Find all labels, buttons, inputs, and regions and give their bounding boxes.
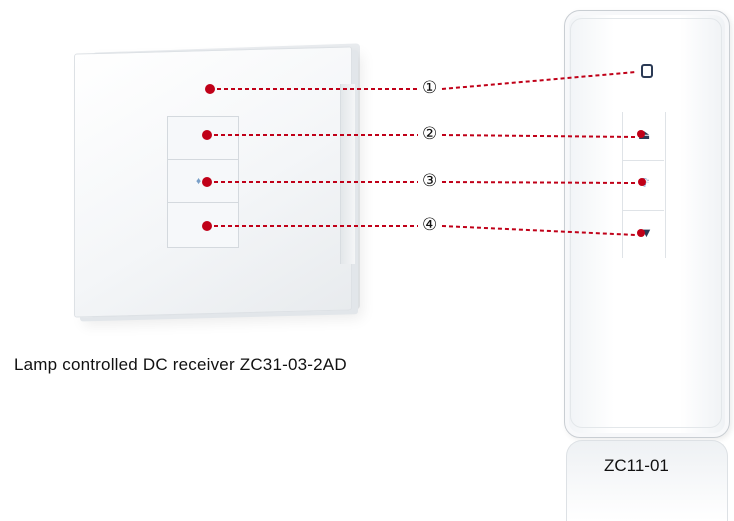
- remote-button-divider: [622, 160, 664, 161]
- receiver-caption: Lamp controlled DC receiver ZC31-03-2AD: [14, 355, 347, 374]
- marker-label-1: ①: [421, 78, 439, 98]
- remote-reflection: [566, 440, 728, 521]
- marker-label-2: ②: [421, 124, 439, 144]
- receiver-key-2[interactable]: [168, 117, 238, 160]
- connector-line-4b: [441, 225, 637, 236]
- marker-label-3: ③: [421, 171, 439, 191]
- lamp-icon: ♦: [196, 176, 202, 187]
- marker-dot-4: [202, 221, 212, 231]
- marker-dot-3: [202, 177, 212, 187]
- marker-dot-2: [202, 130, 212, 140]
- receiver-panel-edge: [340, 84, 355, 264]
- marker-label-4: ④: [421, 215, 439, 235]
- connector-line-1b: [441, 71, 637, 90]
- connector-line-3b: [441, 181, 637, 184]
- connector-line-2b: [441, 134, 637, 138]
- remote-model-label: ZC11-01: [604, 456, 669, 475]
- remote-dot-4: [637, 229, 645, 237]
- remote-dot-3: [638, 178, 646, 186]
- receiver-key-3[interactable]: ♦: [168, 160, 238, 203]
- remote-dot-2: [637, 130, 645, 138]
- remote-control: [564, 10, 730, 438]
- remote-button-column: [622, 112, 666, 258]
- remote-face: [570, 18, 722, 428]
- remote-button-divider: [622, 210, 664, 211]
- marker-dot-1: [205, 84, 215, 94]
- power-square-icon[interactable]: [641, 64, 653, 78]
